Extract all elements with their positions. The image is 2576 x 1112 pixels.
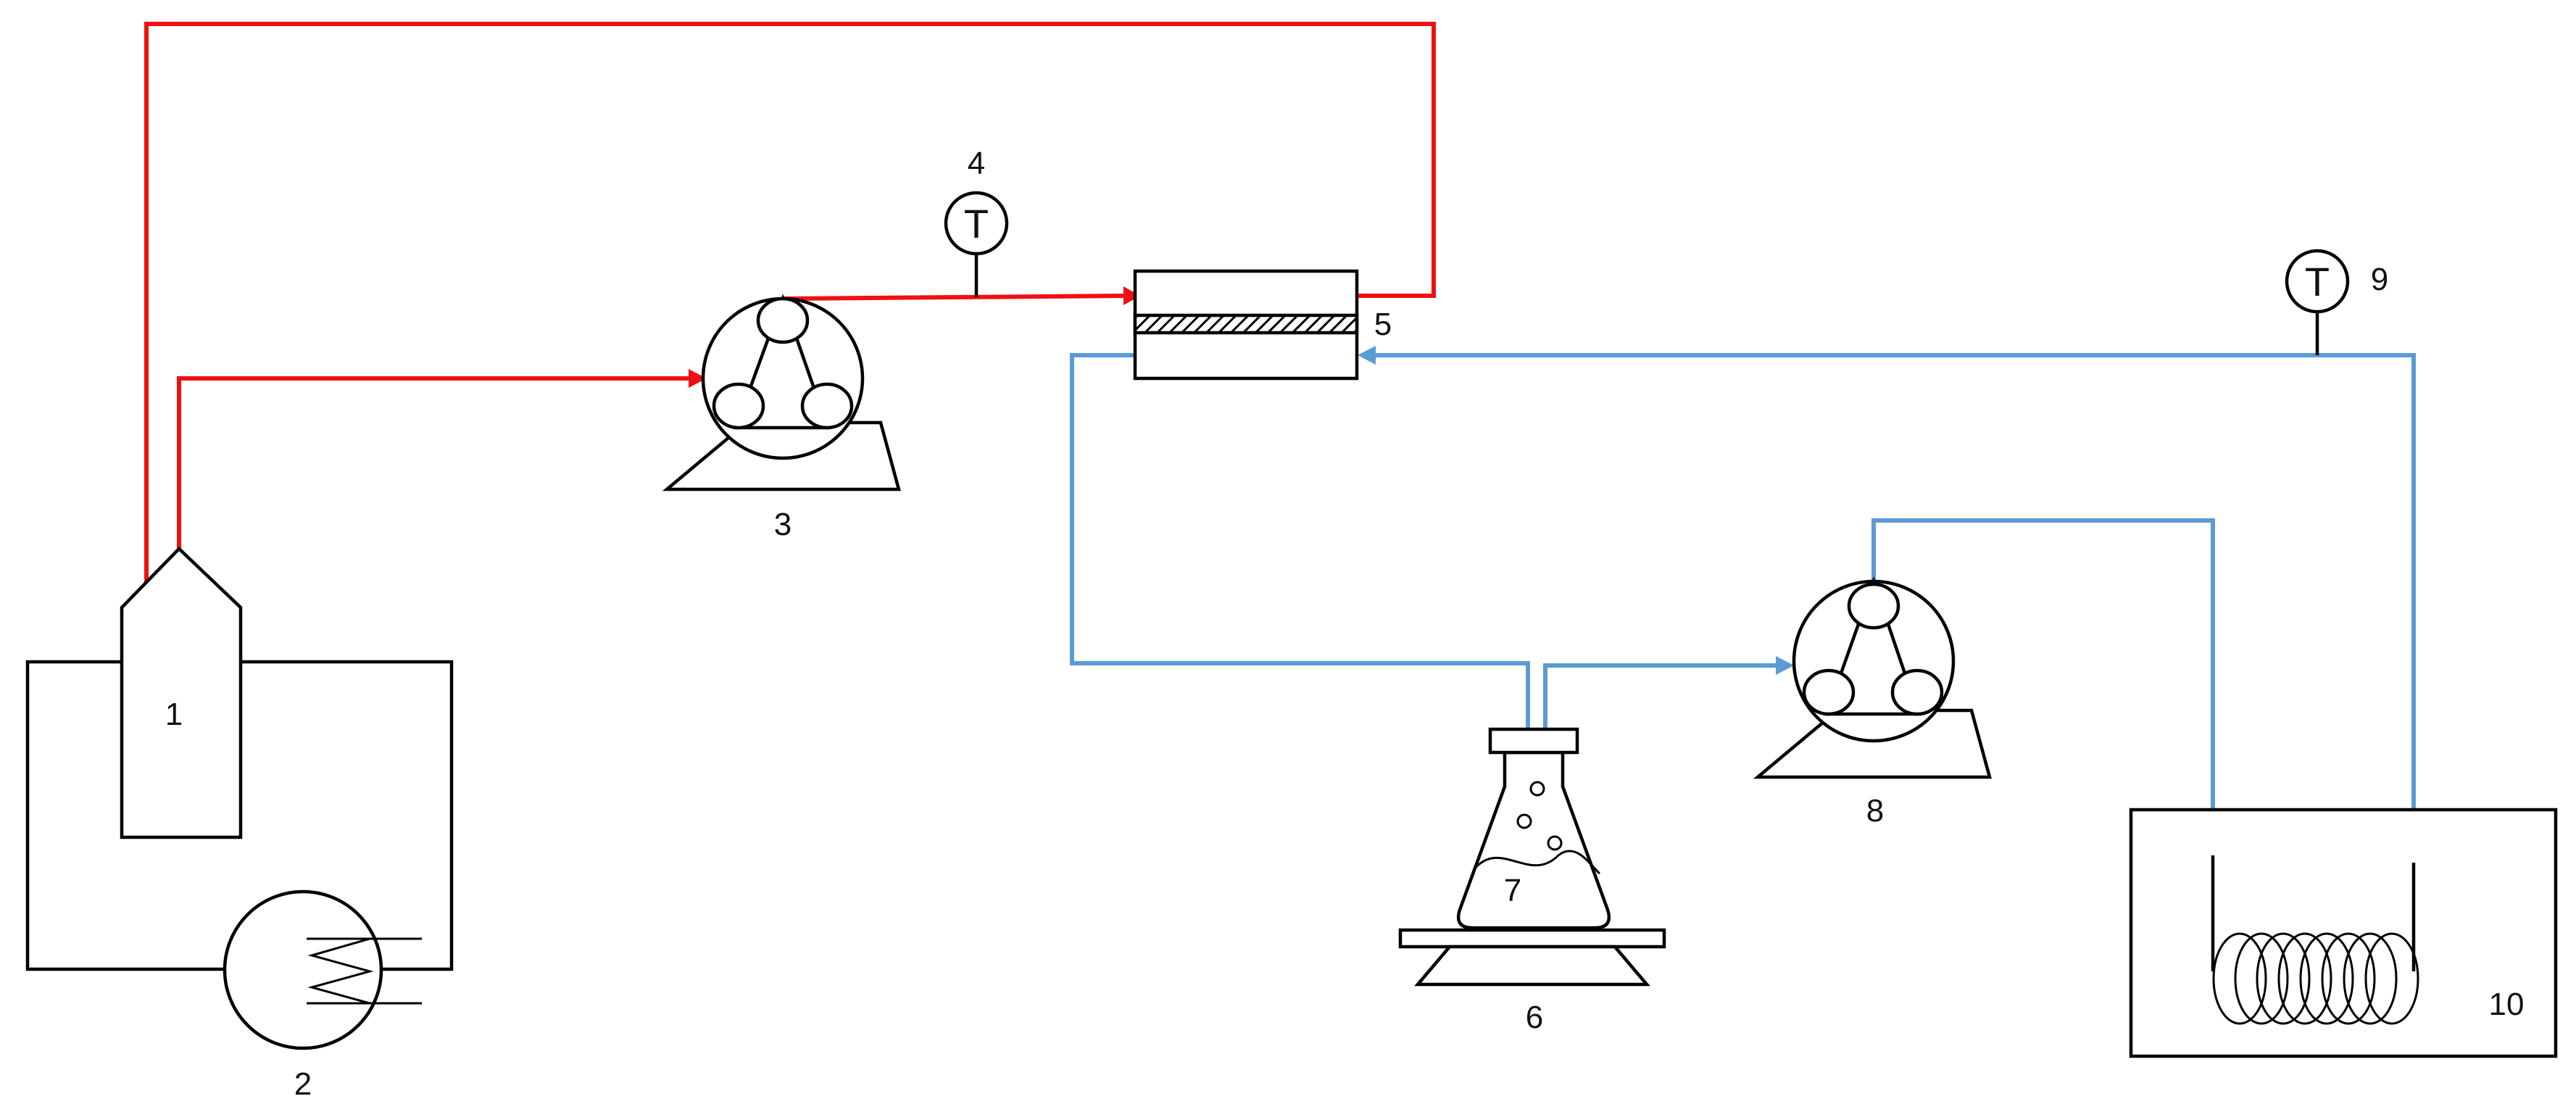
flask[interactable]: 7 [1456, 727, 1611, 930]
hot-return-line [144, 22, 1436, 652]
cold-flask-to-pump-line [1543, 663, 1779, 790]
heater-coil-icon [307, 937, 422, 1005]
cold-pump[interactable]: 8 [1753, 576, 1992, 829]
heater[interactable]: 2 [223, 889, 422, 1102]
vessel-label: 1 [165, 697, 183, 732]
stirrer-plate [1398, 928, 1666, 949]
cold-module-to-flask-line [1070, 353, 1530, 845]
cold-pump-to-coil-line [1871, 518, 2215, 841]
hot-feed-line [177, 376, 692, 549]
heater-body [223, 889, 383, 1050]
peristaltic-pump-icon [662, 294, 901, 491]
cold-loop-piping [1070, 346, 2416, 863]
erlenmeyer-flask-icon [1456, 727, 1611, 930]
hot-pump[interactable]: 3 [662, 294, 901, 542]
hot-loop-piping [137, 22, 1436, 668]
stirrer-base [1414, 945, 1650, 987]
membrane-module[interactable]: 5 [1133, 269, 1392, 381]
stirrer-label: 6 [1526, 1000, 1543, 1035]
cold-temperature-sensor[interactable]: T 9 [2285, 249, 2388, 355]
arrow-into-pump-8 [1776, 656, 1794, 675]
feed-vessel[interactable]: 1 [120, 546, 243, 839]
cold-sensor-label: 9 [2371, 262, 2388, 297]
arrow-into-module-hot [1123, 286, 1140, 305]
cooling-coil-icon [2211, 855, 2419, 1025]
flask-label: 7 [1504, 873, 1521, 908]
heater-label: 2 [294, 1066, 312, 1102]
thermometer-icon [944, 191, 1009, 256]
cold-pump-label: 8 [1866, 793, 1884, 829]
hot-sensor-symbol: T [964, 201, 989, 246]
thermometer-icon [2285, 249, 2350, 314]
cold-sensor-symbol: T [2305, 259, 2330, 304]
bath-container [2129, 808, 2558, 1058]
peristaltic-pump-icon [1753, 576, 1992, 779]
hot-sensor-label: 4 [968, 146, 985, 181]
hot-pump-to-module-line [782, 294, 1128, 301]
hot-temperature-sensor[interactable]: T 4 [944, 146, 1009, 297]
arrow-into-module-cold [1358, 346, 1376, 365]
bath-label: 10 [2489, 987, 2525, 1022]
hot-pump-label: 3 [774, 507, 792, 542]
arrow-into-pump-3 [689, 369, 707, 388]
magnetic-stirrer[interactable]: 6 [1398, 928, 1666, 1035]
cold-coil-to-module-line [1372, 353, 2416, 863]
cooling-bath[interactable]: 10 [2129, 808, 2558, 1058]
module-label: 5 [1374, 307, 1392, 342]
membrane-module-icon [1133, 313, 1359, 335]
heating-circuit-box [25, 660, 454, 971]
